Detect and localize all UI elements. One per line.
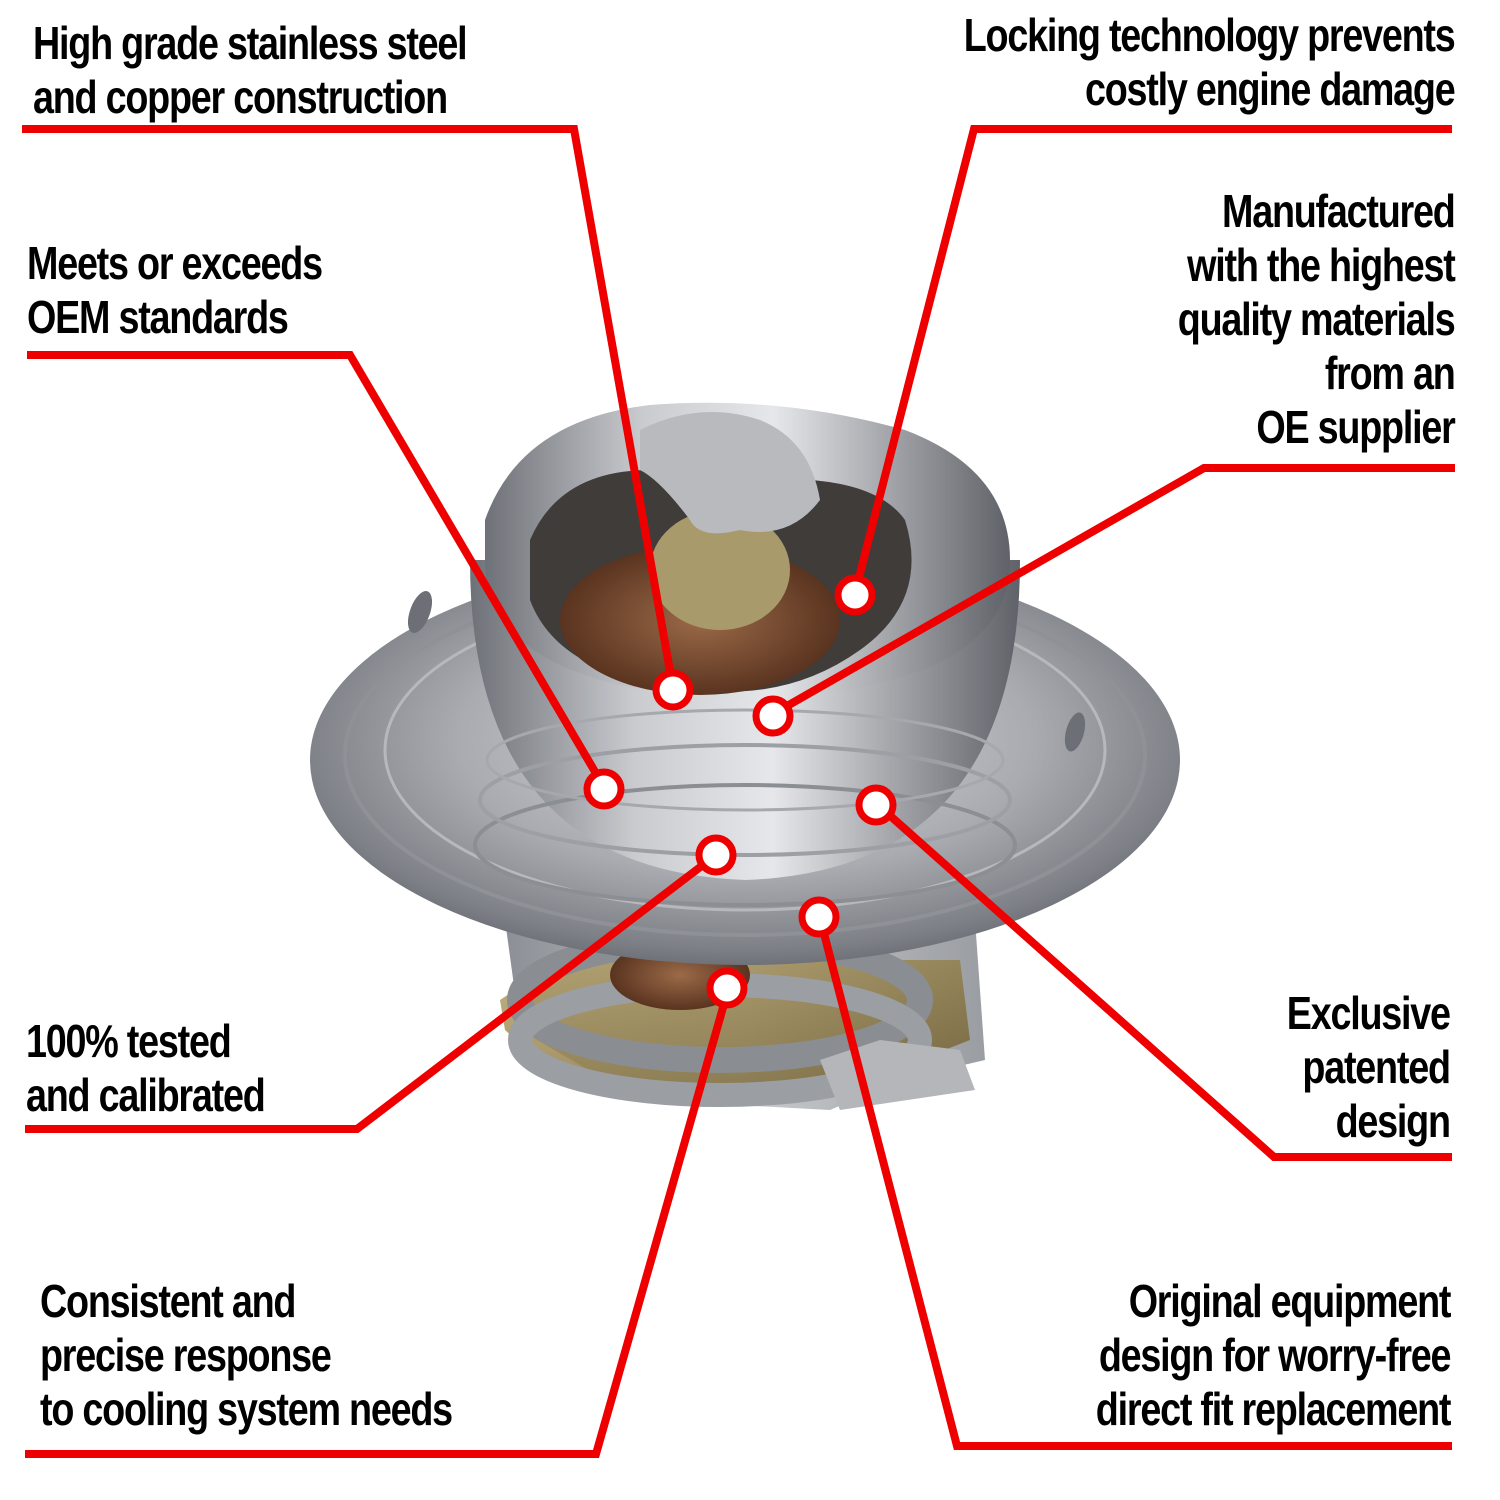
callout-stainless-steel: High grade stainless steel and copper co…: [33, 16, 468, 124]
callout-text-line: Meets or exceeds: [27, 237, 323, 289]
callout-text-line: Locking technology prevents: [963, 9, 1455, 61]
callout-text-line: from an: [1325, 347, 1456, 399]
callout-tested-calibrated: 100% tested and calibrated: [26, 1014, 266, 1122]
callout-dot-direct-fit: [798, 896, 840, 938]
callout-dot-oem-standards: [583, 768, 625, 810]
callout-text-line: Consistent and: [40, 1275, 296, 1327]
callout-line-patented-design: [875, 802, 1452, 1161]
callout-patented-design: Exclusive patented design: [1287, 986, 1452, 1148]
callout-text-line: and calibrated: [26, 1069, 266, 1121]
callout-text-line: Exclusive: [1287, 987, 1451, 1039]
callout-line-oem-standards: [27, 351, 608, 790]
callout-line-quality-materials: [771, 464, 1455, 718]
callout-oem-standards: Meets or exceeds OEM standards: [27, 236, 323, 344]
callout-text-line: Manufactured: [1222, 185, 1456, 237]
callout-dot-stainless-steel: [652, 669, 694, 711]
callout-text-line: High grade stainless steel: [33, 17, 468, 69]
callout-text-line: precise response: [40, 1329, 332, 1381]
callout-text-line: direct fit replacement: [1095, 1383, 1452, 1435]
callout-text-line: OEM standards: [27, 291, 289, 343]
callout-dot-quality-materials: [752, 695, 794, 737]
dome-top: [485, 402, 1010, 700]
callout-precise-response: Consistent and precise response to cooli…: [40, 1274, 453, 1436]
callout-text-line: and copper construction: [33, 71, 448, 123]
callout-dot-tested-calibrated: [695, 834, 737, 876]
callout-text-line: to cooling system needs: [40, 1383, 453, 1435]
callout-text-line: design for worry-free: [1098, 1329, 1452, 1381]
callout-line-precise-response: [25, 988, 732, 1458]
callout-dot-precise-response: [706, 967, 748, 1009]
callout-direct-fit: Original equipment design for worry-free…: [1095, 1274, 1452, 1436]
callout-text-line: with the highest: [1187, 239, 1457, 291]
callout-quality-materials: Manufactured with the highest quality ma…: [1178, 184, 1457, 454]
callout-line-stainless-steel: [22, 125, 677, 689]
callout-text-line: quality materials: [1178, 293, 1456, 345]
callout-line-locking-technology: [851, 125, 1452, 594]
callout-locking-technology: Locking technology prevents costly engin…: [963, 8, 1456, 116]
callout-line-direct-fit: [816, 916, 1452, 1450]
callout-text-line: OE supplier: [1256, 401, 1456, 453]
callout-dot-patented-design: [855, 784, 897, 826]
callout-dot-locking-technology: [834, 574, 876, 616]
callout-text-line: patented: [1302, 1041, 1452, 1093]
callout-line-tested-calibrated: [25, 851, 719, 1133]
callout-text-line: design: [1335, 1095, 1451, 1147]
callout-text-line: 100% tested: [26, 1015, 232, 1067]
callout-text-line: Original equipment: [1128, 1275, 1451, 1327]
callout-text-line: costly engine damage: [1084, 63, 1456, 115]
